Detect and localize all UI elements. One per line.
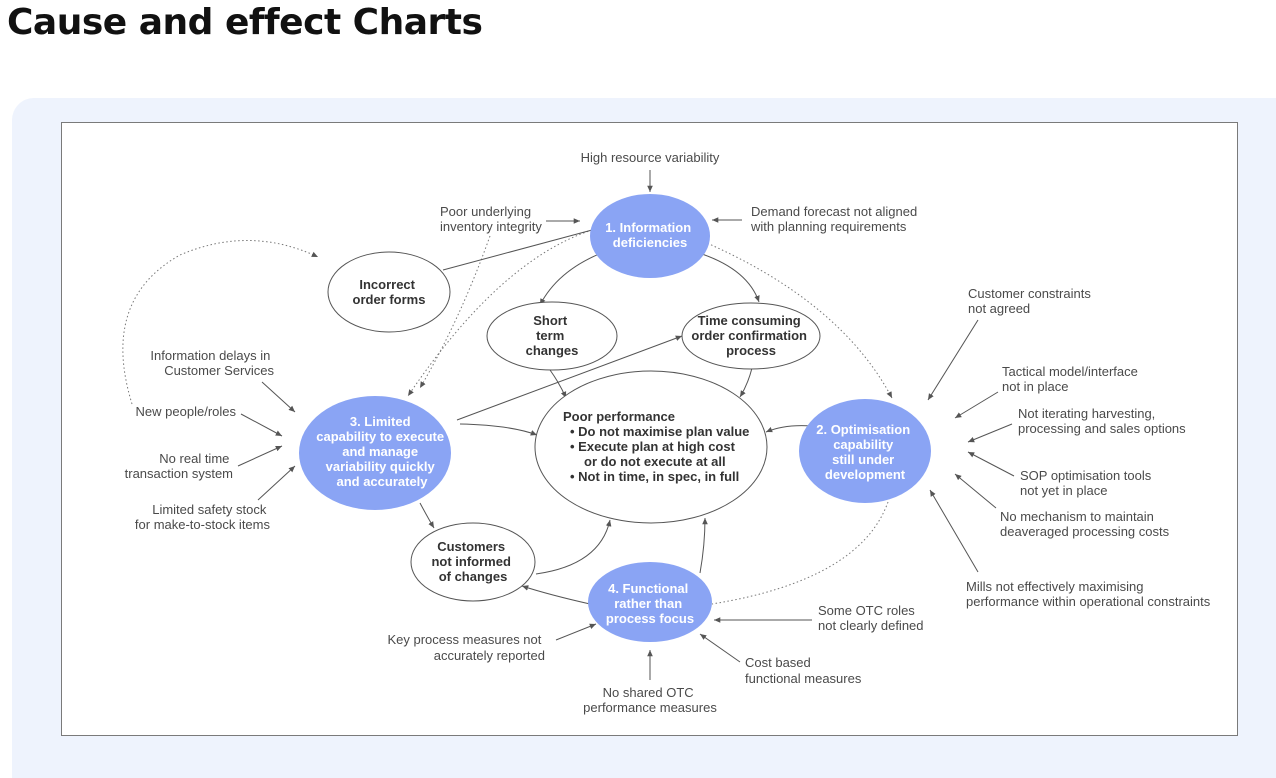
node-short-term-changes <box>486 301 618 371</box>
arrow-key-process-to-functional <box>555 623 597 641</box>
label-cost-based: Cost based functional measures <box>745 655 862 686</box>
label-demand-forecast: Demand forecast not aligned with plannin… <box>750 204 921 234</box>
arrow-iterating-to-optimisation <box>967 423 1013 443</box>
arrow-functional-to-poor <box>699 517 708 574</box>
node-limited-capability <box>299 396 451 510</box>
arrow-info-to-short-term <box>539 251 605 306</box>
arrow-tactical-to-optimisation <box>954 391 999 419</box>
label-high-resource-variability: High resource variability <box>581 150 720 165</box>
arrow-no-mechanism-to-optimisation <box>954 473 997 509</box>
arrow-limited-to-poor <box>459 423 538 436</box>
label-tactical-model: Tactical model/interface not in place <box>1002 364 1141 394</box>
arrow-limited-safety-to-limited <box>257 465 296 501</box>
arrow-incorrect-to-info <box>442 229 593 271</box>
node-functional-focus <box>588 562 712 642</box>
arrow-mills-to-optimisation <box>929 489 979 573</box>
label-sop-tools: SOP optimisation tools not yet in place <box>1020 468 1155 498</box>
node-info-text: 1. Information deficiencies <box>605 220 695 250</box>
page-title: Cause and effect Charts <box>7 2 483 43</box>
node-optimisation-capability <box>799 399 931 503</box>
arrow-no-real-time-to-limited <box>237 445 283 467</box>
node-limited-text: 3. Limited capability to execute and man… <box>316 414 448 489</box>
arrow-limited-to-time-consuming <box>456 335 683 421</box>
node-poor-performance-text: Poor performance • Do not maximise plan … <box>563 409 753 484</box>
node-customers-text: Customers not informed of changes <box>431 539 514 584</box>
dotted-loop-new-people <box>122 240 319 405</box>
dotted-link-poor-inventory-to-limited <box>419 235 491 389</box>
label-no-real-time: No real time transaction system <box>125 451 233 481</box>
arrow-cost-based-to-functional <box>699 633 741 663</box>
node-optimisation-text: 2. Optimisation capability still under d… <box>816 422 914 482</box>
node-short-term-text: Short term changes <box>526 313 579 358</box>
arrow-time-consuming-to-poor <box>739 367 753 398</box>
label-poor-underlying-inventory: Poor underlying inventory integrity <box>440 204 542 234</box>
label-otc-roles: Some OTC roles not clearly defined <box>818 603 924 633</box>
arrow-customers-to-poor <box>535 519 612 575</box>
dotted-link-info-to-limited <box>407 229 593 397</box>
label-customer-constraints: Customer constraints not agreed <box>968 286 1094 316</box>
node-functional-text: 4. Functional rather than process focus <box>606 581 694 626</box>
node-incorrect-text: Incorrect order forms <box>353 277 426 307</box>
dotted-link-optimisation-to-functional <box>711 501 889 605</box>
label-no-shared: No shared OTC performance measures <box>583 685 717 715</box>
dotted-link-info-to-optimisation <box>699 239 893 399</box>
label-key-process: Key process measures not accurately repo… <box>387 632 545 663</box>
arrow-customer-constraints-to-optimisation <box>927 319 979 401</box>
arrow-new-people-to-limited <box>240 413 283 437</box>
arrow-info-to-time-consuming <box>701 253 760 303</box>
label-limited-safety: Limited safety stock for make-to-stock i… <box>135 502 271 532</box>
node-information-deficiencies <box>590 194 710 278</box>
label-no-mechanism: No mechanism to maintain deaveraged proc… <box>1000 509 1170 539</box>
arrow-functional-to-customers <box>521 585 591 605</box>
label-not-iterating: Not iterating harvesting, processing and… <box>1018 406 1186 436</box>
arrow-limited-to-customers <box>419 502 435 529</box>
arrow-info-delays-to-limited <box>261 381 296 413</box>
node-customers-not-informed <box>410 522 536 602</box>
arrow-sop-to-optimisation <box>967 451 1015 477</box>
label-mills: Mills not effectively maximising perform… <box>966 579 1211 609</box>
node-time-consuming-order <box>681 302 821 370</box>
label-new-people: New people/roles <box>136 404 237 419</box>
label-info-delays: Information delays in Customer Services <box>150 348 274 378</box>
node-incorrect-order-forms <box>327 251 451 333</box>
node-poor-performance <box>534 370 768 524</box>
node-time-consuming-text: Time consuming order confirmation proces… <box>691 313 810 358</box>
